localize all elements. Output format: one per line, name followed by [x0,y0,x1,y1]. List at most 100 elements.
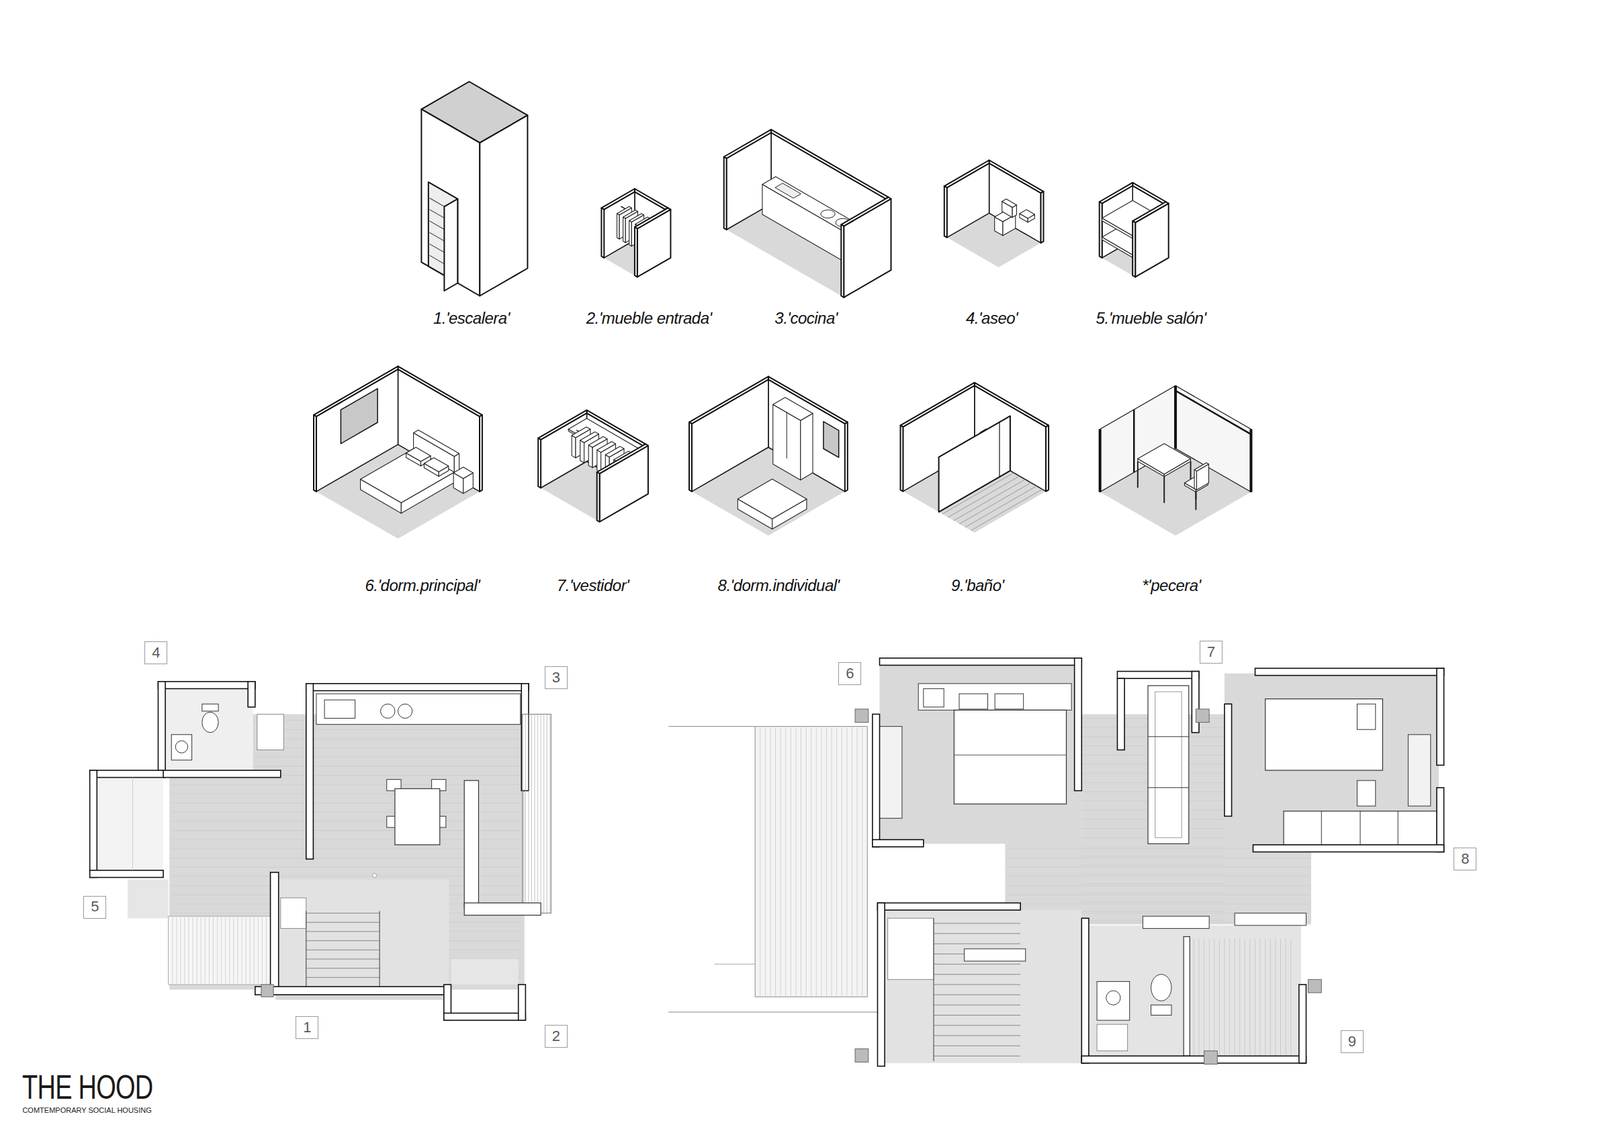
slat [531,714,532,913]
wall-top [1099,182,1134,204]
slat [245,917,247,985]
hob [820,210,835,219]
wall [90,870,164,878]
module-caption: 9.'baño' [951,576,1005,596]
wall-end [900,425,904,492]
chair-leg [1194,491,1197,510]
wall [879,658,1082,666]
wall [306,683,529,692]
washbasin [1096,981,1130,1021]
module-caption: 4.'aseo' [965,308,1018,328]
table-leg [1137,461,1139,488]
slat [790,727,792,997]
slat [229,917,230,985]
bed [360,448,455,504]
stair-step [933,1025,1021,1026]
floorboard [1081,855,1225,857]
shelf [1142,916,1210,929]
slat [540,714,542,913]
wall [90,770,164,778]
callout-box: 9 [1340,1030,1364,1054]
module-caption: 7.'vestidor' [556,576,629,596]
slat [525,714,526,913]
callout-box: 7 [1199,640,1223,664]
slat [759,727,761,997]
floorboard [1006,903,1310,905]
slat [204,917,206,985]
washbasin [171,734,192,761]
slat [220,917,222,985]
pillow [994,693,1024,710]
floorboard [1081,883,1225,884]
wall-end [689,422,692,492]
shower-slat [1219,939,1220,1056]
stair-step [933,922,1021,924]
stair-step [306,940,380,942]
wall-end [538,437,541,488]
wall-top [597,443,649,474]
wall [306,683,314,860]
shelf [1234,913,1306,926]
shower-partition [939,415,1011,512]
wall [603,192,635,258]
wall-top [840,197,891,227]
shower-slat [1280,939,1281,1056]
wardrobe-door [1397,811,1399,846]
wall-top [689,376,769,424]
module-caption: 2.'mueble entrada' [586,308,713,328]
wall-end [1045,425,1049,492]
partition-line [998,422,1000,478]
shower-slat [1260,939,1261,1056]
stair-step [933,1055,1021,1057]
plan-line [668,726,755,727]
wall-end [479,415,483,492]
glass-post [1133,409,1136,473]
stair-step [933,933,1021,935]
callout-box: 5 [83,896,107,919]
shelf [1147,736,1189,737]
hob [380,703,395,719]
slat [857,727,858,997]
stair-step [933,1014,1021,1016]
shower-slat [1193,939,1195,1056]
shower-slat [1285,939,1287,1056]
garment [588,445,593,469]
callout-number: 1 [302,1019,311,1036]
stair-floor [277,879,449,987]
wall-top [900,382,975,428]
wall-end [724,157,727,231]
shade [450,959,518,985]
slat [237,917,238,985]
slat [780,727,782,997]
callout-number: 8 [1460,851,1470,868]
glass-panel [1175,385,1252,492]
wall [1224,703,1232,817]
bed [953,709,1066,805]
slat [806,727,807,997]
slat [785,727,786,997]
cabinet [257,714,284,750]
slat [775,727,776,997]
wall-top [634,188,669,210]
floorboard [1081,846,1225,848]
wall [1117,671,1199,680]
shower-slat [1264,939,1266,1056]
wall [255,986,450,995]
wall [691,379,769,492]
logo-text: THE HOOD [22,1070,153,1105]
glass-post [1249,429,1253,493]
shower-slat [1198,939,1199,1056]
callout-number: 9 [1348,1033,1357,1050]
wall [1081,1055,1306,1064]
garment [597,450,602,473]
slat [180,917,181,985]
wall-end [1041,191,1044,244]
slat [216,917,218,985]
wall [157,681,166,778]
wall [90,770,98,878]
wall-end [601,208,604,258]
stair-step [306,958,380,960]
glass-post [1098,429,1102,493]
wall [157,770,281,778]
